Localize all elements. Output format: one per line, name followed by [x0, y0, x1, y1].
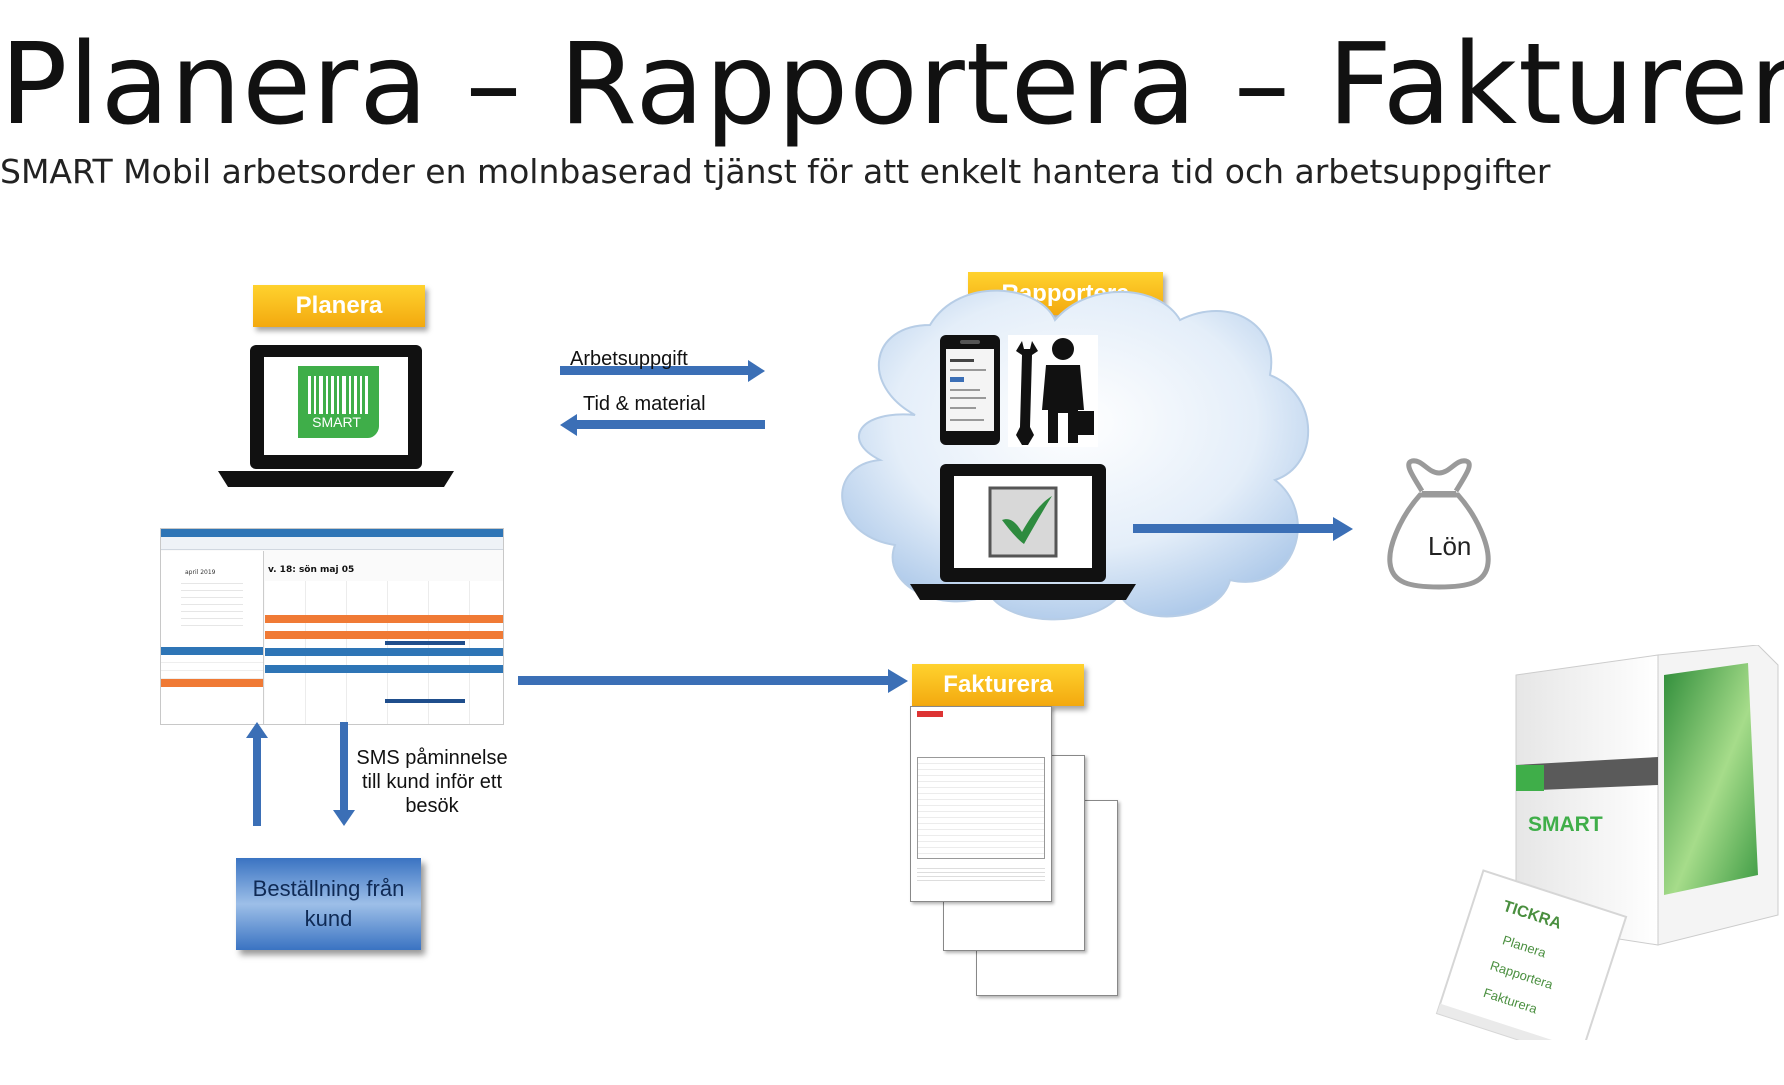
arbetsuppgift-label: Arbetsuppgift	[570, 348, 688, 370]
phone-icon	[940, 335, 1000, 445]
arrow-right-icon	[560, 360, 765, 382]
invoice-page-1	[910, 706, 1052, 902]
calendar-heading: v. 18: sön maj 05	[268, 565, 355, 575]
arrow-down-icon	[333, 722, 355, 826]
fakturera-tag: Fakturera	[912, 664, 1084, 706]
planera-tag: Planera	[253, 285, 425, 327]
lon-label: Lön	[1428, 531, 1472, 561]
calendar-month: april 2019	[185, 569, 216, 576]
smart-logo-text: SMART	[312, 414, 361, 430]
page-title: Planera – Rapportera – Fakturera	[0, 20, 1784, 150]
customer-order-box: Beställning från kund	[236, 858, 421, 950]
arrow-to-invoice-icon	[518, 669, 908, 693]
money-bag-icon	[1387, 458, 1491, 590]
product-box-icon: SMART TICKRA Planera Rapportera Fakturer…	[1435, 645, 1779, 1040]
planning-app-screenshot: april 2019 v. 18: sön maj 05	[160, 528, 504, 725]
page-subtitle: SMART Mobil arbetsorder en molnbaserad t…	[0, 152, 1551, 191]
tid-material-label: Tid & material	[583, 393, 706, 415]
arrow-up-icon	[246, 722, 268, 826]
box-brand-text: SMART	[1528, 813, 1603, 836]
arrow-to-payroll-icon	[1133, 517, 1353, 541]
worker-icon	[1008, 335, 1098, 447]
smart-logo-icon	[298, 366, 379, 438]
sms-label: SMS påminnelse till kund inför ett besök	[356, 747, 508, 817]
arrow-left-icon	[560, 414, 765, 436]
checkmark-app-icon	[988, 486, 1058, 558]
